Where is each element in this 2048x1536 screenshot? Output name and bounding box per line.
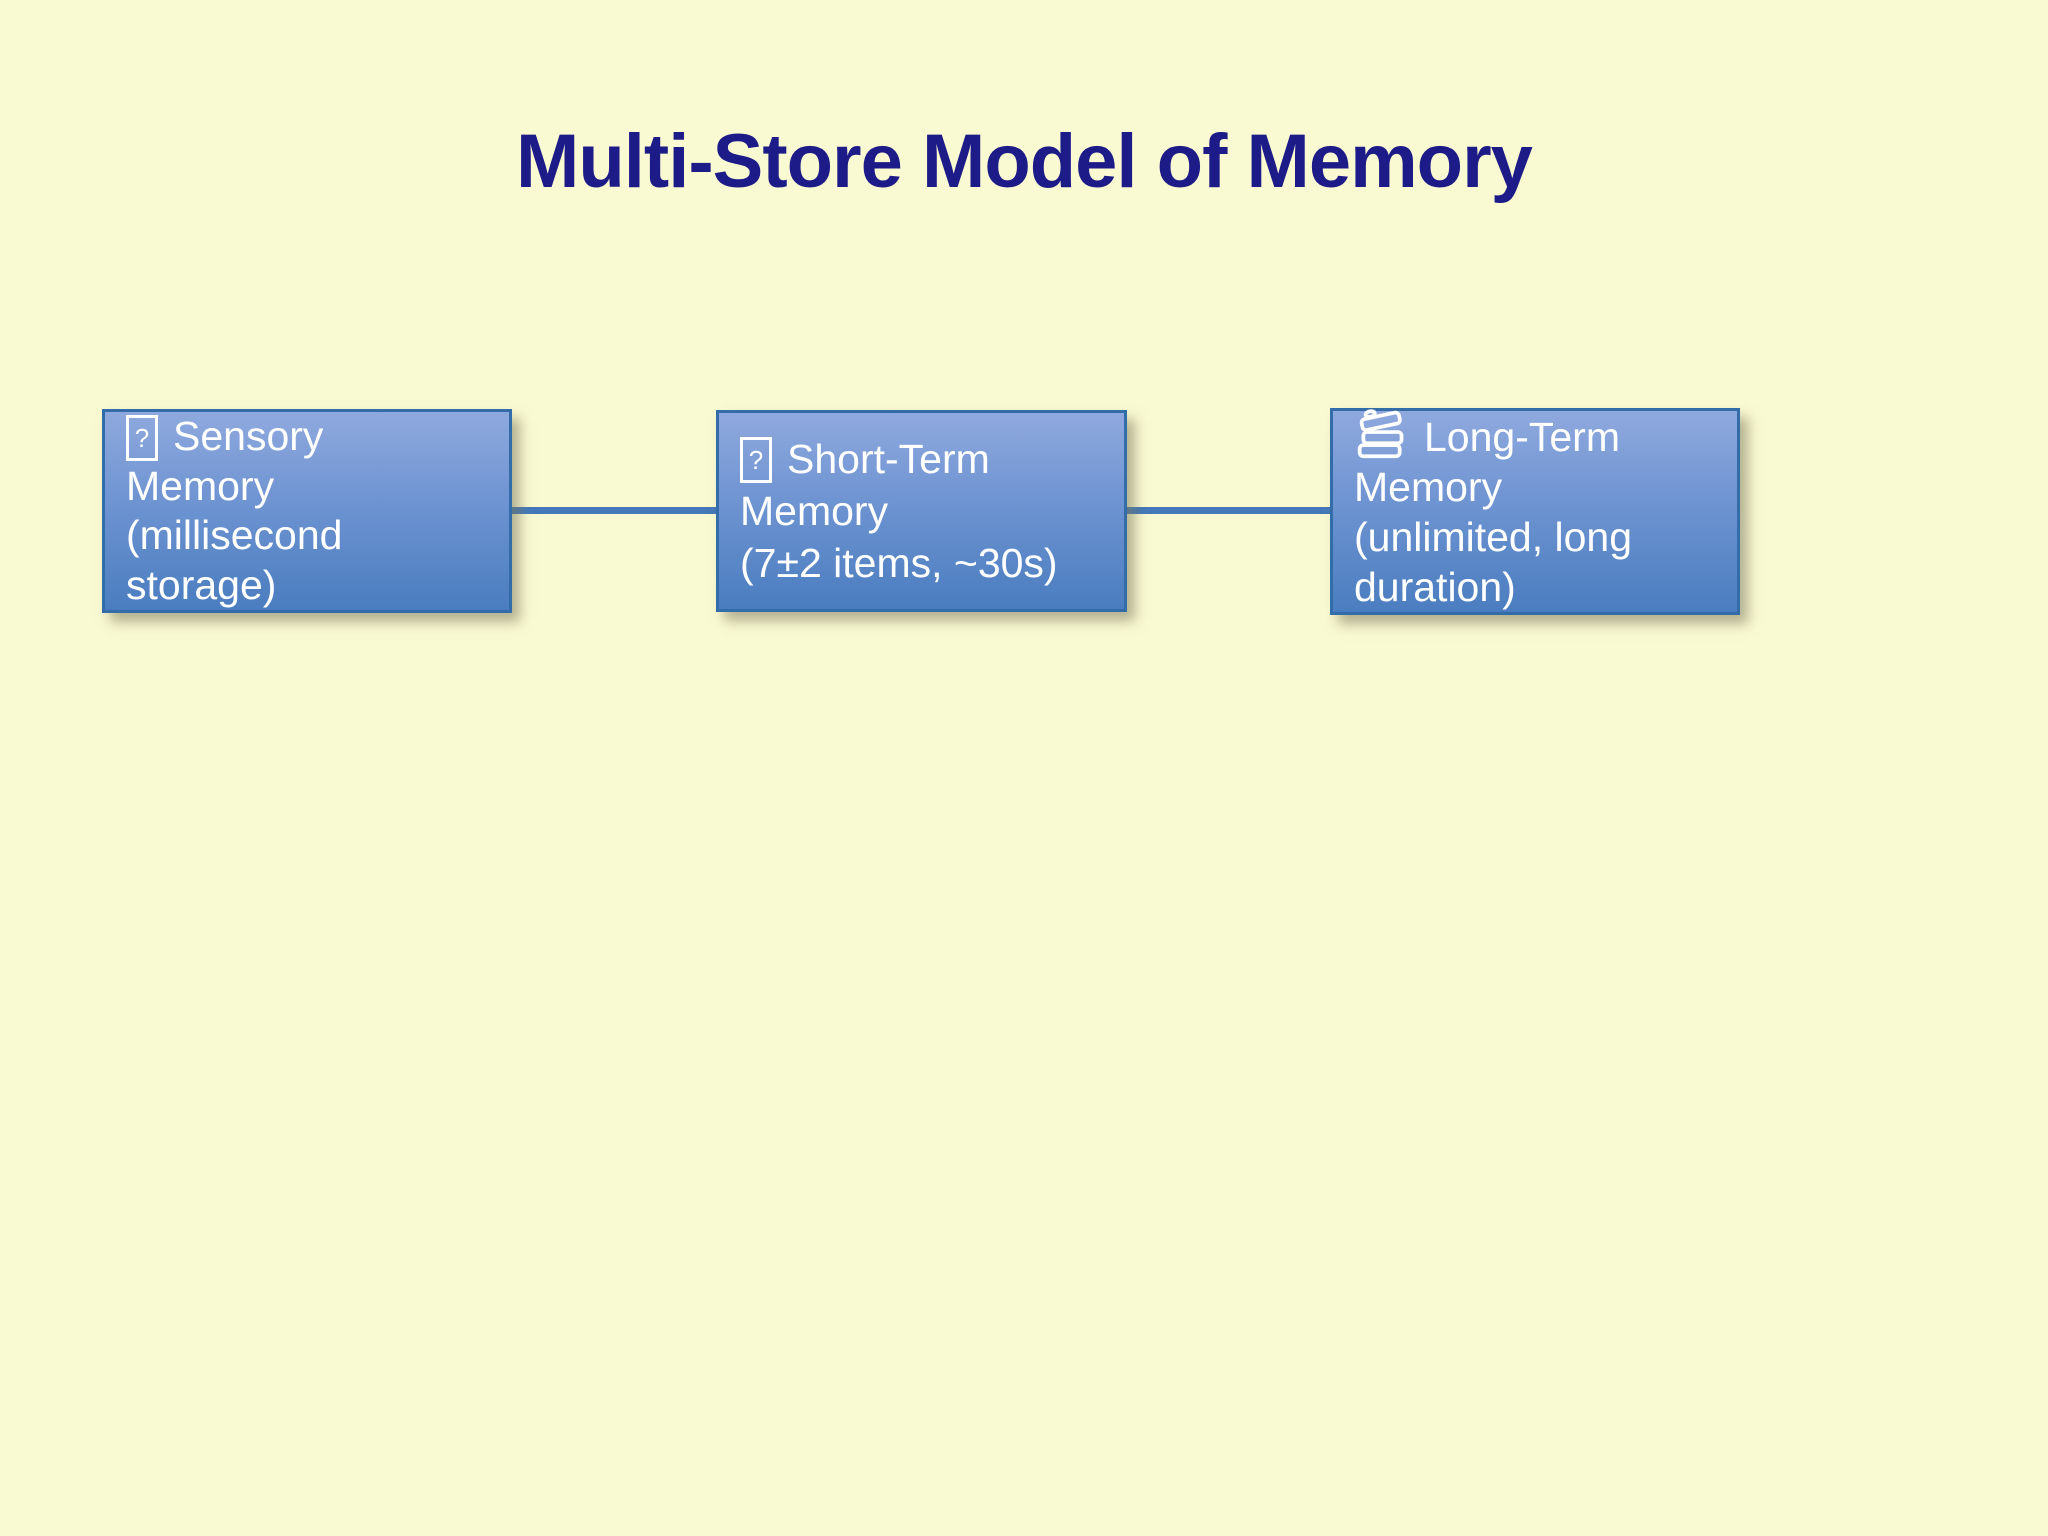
node-sensory-memory: ? Sensory Memory (millisecond storage) [102,409,512,613]
node-line-text: Long-Term [1424,413,1620,460]
node-line: ? Short-Term [740,433,1124,485]
missing-glyph-icon: ? [126,414,158,461]
missing-glyph-icon: ? [740,437,772,483]
node-line-text: storage) [126,561,277,608]
node-line-text: (unlimited, long [1354,514,1633,560]
page-title: Multi-Store Model of Memory [516,119,1533,204]
node-line-text: Memory [740,487,889,534]
node-short-term-memory: ? Short-Term Memory (7±2 items, ~30s) [716,410,1127,612]
node-long-term-memory: Long-Term Memory (unlimited, long durati… [1330,408,1740,615]
connector-sensory-to-short-term [512,507,716,514]
node-line-text: Memory [126,462,275,509]
node-line: Long-Term [1354,409,1737,463]
node-line-text: (7±2 items, ~30s) [740,539,1058,586]
connector-short-term-to-long-term [1127,507,1333,514]
books-icon [1357,409,1404,459]
node-line-text: duration) [1354,563,1516,610]
node-line-text: Sensory [173,413,324,460]
node-line-text: Short-Term [787,435,990,482]
node-line-text: (millisecond [126,512,343,559]
node-line: ? Sensory [126,412,509,462]
node-line-text: Memory [1354,464,1503,511]
